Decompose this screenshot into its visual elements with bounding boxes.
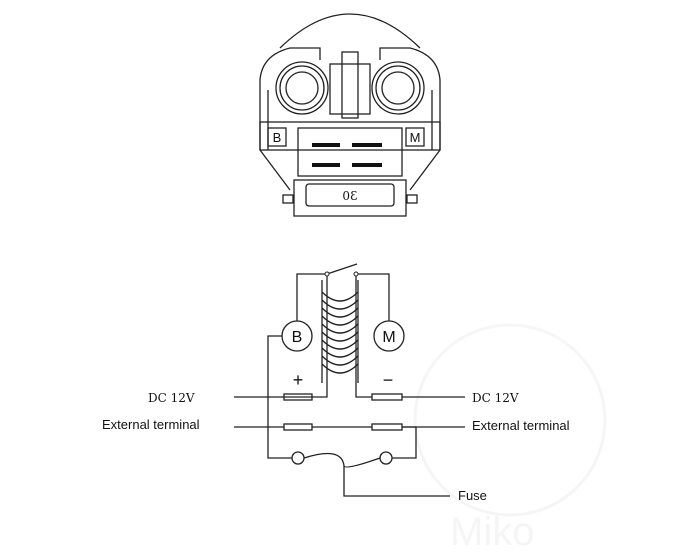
minus-sign: −: [383, 370, 394, 390]
dc-left-label: DC 12V: [148, 391, 195, 405]
schematic-wires: [234, 263, 465, 497]
svg-text:M: M: [410, 130, 421, 145]
node-m: M: [373, 320, 405, 352]
fuse-contacts: [291, 451, 393, 465]
ext-left-label: External terminal: [102, 417, 200, 432]
ext-right-label: External terminal: [472, 418, 570, 433]
svg-text:M: M: [382, 329, 395, 346]
node-b: B: [281, 320, 313, 352]
terminal-rects: [283, 393, 403, 431]
svg-text:B: B: [292, 329, 303, 346]
coil: [321, 291, 359, 374]
relay-housing: [259, 13, 441, 217]
switch-contact: [353, 271, 359, 277]
switch-contact: [324, 271, 330, 277]
dc-right-label: DC 12V: [472, 391, 519, 405]
fuse-label: Fuse: [458, 488, 487, 503]
svg-text:B: B: [273, 130, 282, 145]
terminal-m-label: M: [405, 127, 425, 147]
connector-pins: [312, 143, 382, 167]
connector-label: 30: [342, 189, 357, 203]
plus-sign: +: [293, 370, 304, 390]
terminal-b-label: B: [267, 127, 287, 147]
watermark-text: Miko: [450, 510, 534, 554]
watermark: Miko: [413, 323, 607, 554]
